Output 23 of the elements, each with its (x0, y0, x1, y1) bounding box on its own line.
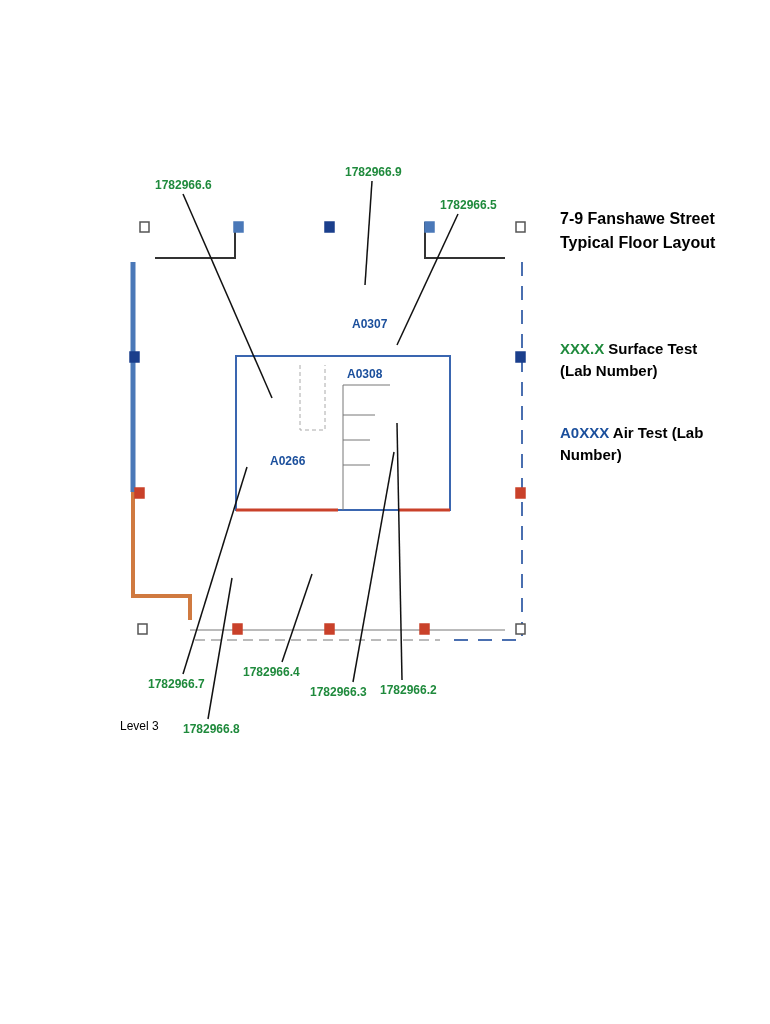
leader-line (352, 451, 395, 683)
title-text: 7-9 Fanshawe Street Typical Floor Layout (560, 209, 717, 253)
sample-label: 1782966.8 (183, 721, 240, 737)
leader-line (182, 466, 248, 675)
sample-label: 1782966.2 (380, 682, 437, 698)
legend-entry: A0XXX Air Test (Lab Number) (560, 423, 705, 465)
leader-line (182, 193, 273, 399)
leader-line (396, 422, 403, 681)
legend-entry: XXX.X Surface Test (Lab Number) (560, 339, 699, 381)
air-test-label: A0307 (352, 316, 388, 332)
leader-line (364, 180, 373, 286)
sample-label: 1782966.4 (243, 664, 300, 680)
sample-label: 1782966.3 (310, 684, 367, 700)
leader-line (396, 213, 459, 346)
sample-label: 1782966.6 (155, 177, 212, 193)
leader-line (281, 573, 313, 663)
sample-label: 1782966.9 (345, 164, 402, 180)
air-test-label: A0266 (270, 453, 306, 469)
sample-label: 1782966.7 (148, 676, 205, 692)
sample-label: 1782966.5 (440, 197, 497, 213)
leader-line (207, 577, 233, 720)
level-label: Level 3 (120, 718, 159, 734)
air-test-label: A0308 (347, 366, 383, 382)
